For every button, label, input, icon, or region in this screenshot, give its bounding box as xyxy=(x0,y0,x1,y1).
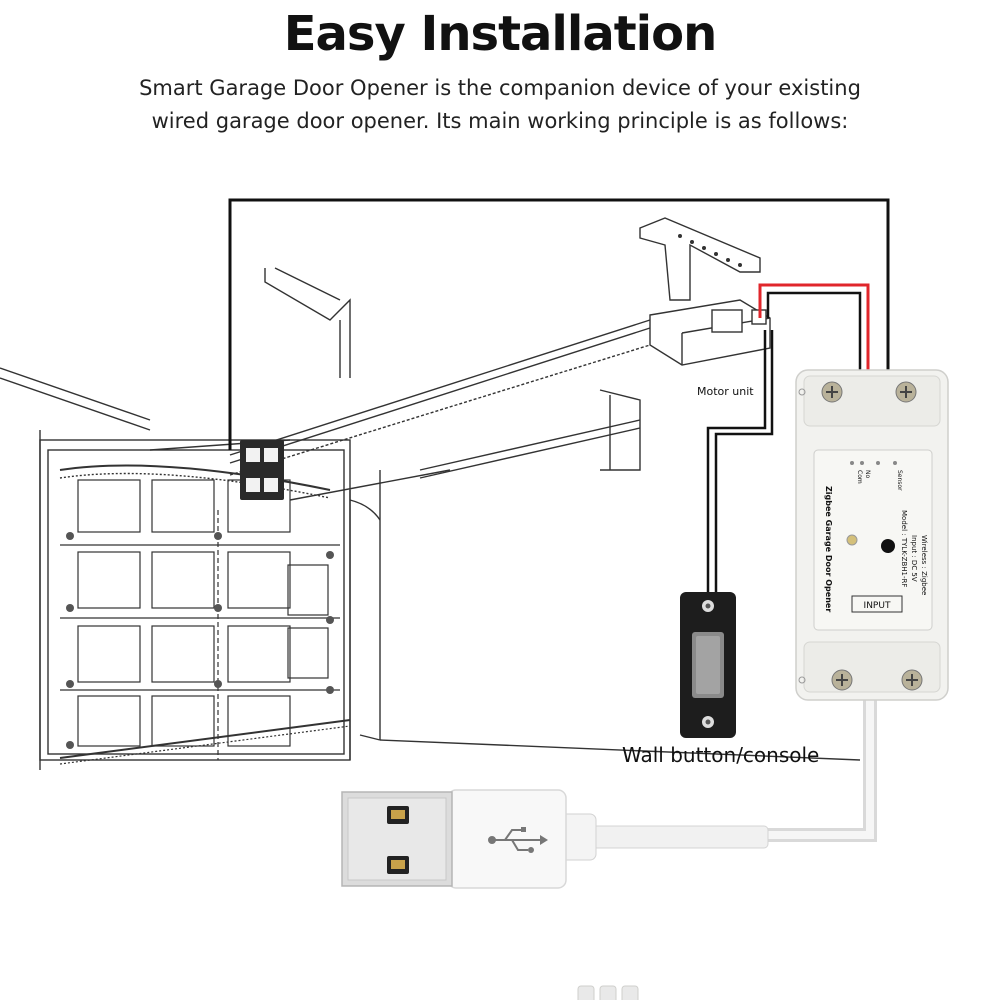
motor-unit-label: Motor unit xyxy=(697,385,754,398)
status-led xyxy=(846,534,858,546)
usb-cable xyxy=(341,789,769,889)
terminal-block xyxy=(240,440,284,500)
smart-opener-device: Com No Sensor Zigbee Garage Door Opener … xyxy=(760,369,949,842)
device-model: Model : TYLK-ZBH1-RF xyxy=(900,510,908,587)
pair-button xyxy=(881,539,895,553)
device-name: Zigbee Garage Door Opener xyxy=(824,486,833,612)
terminal-label-com: Com xyxy=(856,470,863,484)
red-wire xyxy=(758,283,870,375)
page-title: Easy Installation xyxy=(283,6,718,62)
usb-icon xyxy=(488,827,548,853)
input-port-label: INPUT xyxy=(864,601,891,611)
black-wire-loop xyxy=(228,198,890,450)
terminal-label-sensor: Sensor xyxy=(896,470,903,491)
input-port-box xyxy=(851,595,903,613)
wall-button-label: Wall button/console xyxy=(622,743,819,767)
device-screws xyxy=(821,381,923,691)
garage-illustration xyxy=(0,217,861,770)
device-input: Input : DC 5V xyxy=(910,535,918,582)
description-line-1: Smart Garage Door Opener is the companio… xyxy=(139,76,861,100)
wall-button-wire-2 xyxy=(714,330,774,595)
wires xyxy=(228,198,890,595)
description: Smart Garage Door Opener is the companio… xyxy=(100,72,900,138)
wall-button-wire-1 xyxy=(706,330,767,595)
cable-ends-bottom xyxy=(577,985,639,1000)
device-wireless: Wireless : Zigbee xyxy=(920,535,928,595)
wall-button-console xyxy=(680,592,736,738)
terminal-label-no: No xyxy=(864,470,871,478)
description-line-2: wired garage door opener. Its main worki… xyxy=(151,109,849,133)
